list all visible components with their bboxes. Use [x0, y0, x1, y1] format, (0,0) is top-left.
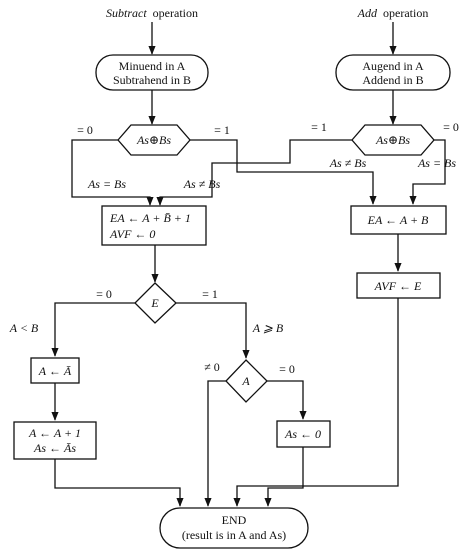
end-title: END	[222, 513, 247, 527]
complement-step-box: A ← Ā	[30, 357, 80, 384]
increment-step-box: A ← A + 1 As ← Ās	[13, 421, 97, 460]
subtrahend-label: Subtrahend in B	[113, 73, 191, 87]
left-same-sign-label: As = Bs	[87, 177, 126, 191]
a-decision-label: A	[241, 374, 250, 388]
ea-add-expr: EA ← A + B	[367, 213, 429, 227]
subtract-sign-expr: As⊕Bs	[136, 133, 171, 147]
clear-sign-step-box: As ← 0	[276, 420, 331, 448]
right-same-sign-label: As = Bs	[417, 156, 456, 170]
e-decision-label: E	[150, 296, 159, 310]
right-diff-sign-label: As ≠ Bs	[329, 156, 367, 170]
left-decision-eq1-label: = 1	[214, 123, 230, 137]
left-decision-eq0-label: = 0	[77, 123, 93, 137]
add-start-node: Augend in A Addend in B	[335, 54, 451, 91]
increment-expr: A ← A + 1	[28, 426, 81, 440]
ea-subtract-expr: EA ← A + B̄ + 1	[109, 211, 191, 225]
connector-lines	[51, 22, 446, 507]
a-eq0-label: = 0	[279, 362, 295, 376]
sign-complement-expr: As ← Ās	[33, 441, 76, 455]
right-decision-eq0-label: = 0	[443, 120, 459, 134]
complement-expr: A ← Ā	[38, 364, 72, 378]
left-diff-sign-label: As ≠ Bs	[183, 177, 221, 191]
end-result-note: (result is in A and As)	[182, 528, 286, 542]
avf-set-expr: AVF ← E	[374, 279, 422, 293]
addend-label: Addend in B	[362, 73, 423, 87]
a-ge-b-label: A ⩾ B	[252, 321, 284, 335]
subtract-start-node: Minuend in A Subtrahend in B	[95, 54, 209, 91]
subtract-sign-decision: As⊕Bs	[117, 124, 191, 156]
e-eq1-label: = 1	[202, 287, 218, 301]
e-eq0-label: = 0	[96, 287, 112, 301]
add-sign-decision: As⊕Bs	[351, 124, 435, 156]
add-heading: Add operation	[357, 6, 429, 20]
minuend-label: Minuend in A	[119, 59, 186, 73]
right-decision-eq1-label: = 1	[311, 120, 327, 134]
a-zero-decision: A	[225, 359, 268, 403]
avf-clear-expr: AVF ← 0	[109, 227, 155, 241]
e-decision: E	[134, 282, 177, 324]
subtract-heading: Subtract operation	[106, 6, 198, 20]
subtract-step-box: EA ← A + B̄ + 1 AVF ← 0	[101, 205, 207, 246]
a-ne0-label: ≠ 0	[204, 360, 220, 374]
add-step-box: EA ← A + B	[350, 205, 447, 235]
a-less-b-label: A < B	[9, 321, 39, 335]
avf-step-box: AVF ← E	[356, 272, 441, 299]
clear-sign-expr: As ← 0	[284, 427, 321, 441]
augend-label: Augend in A	[362, 59, 424, 73]
add-sign-expr: As⊕Bs	[375, 133, 410, 147]
end-node: END (result is in A and As)	[159, 507, 309, 549]
